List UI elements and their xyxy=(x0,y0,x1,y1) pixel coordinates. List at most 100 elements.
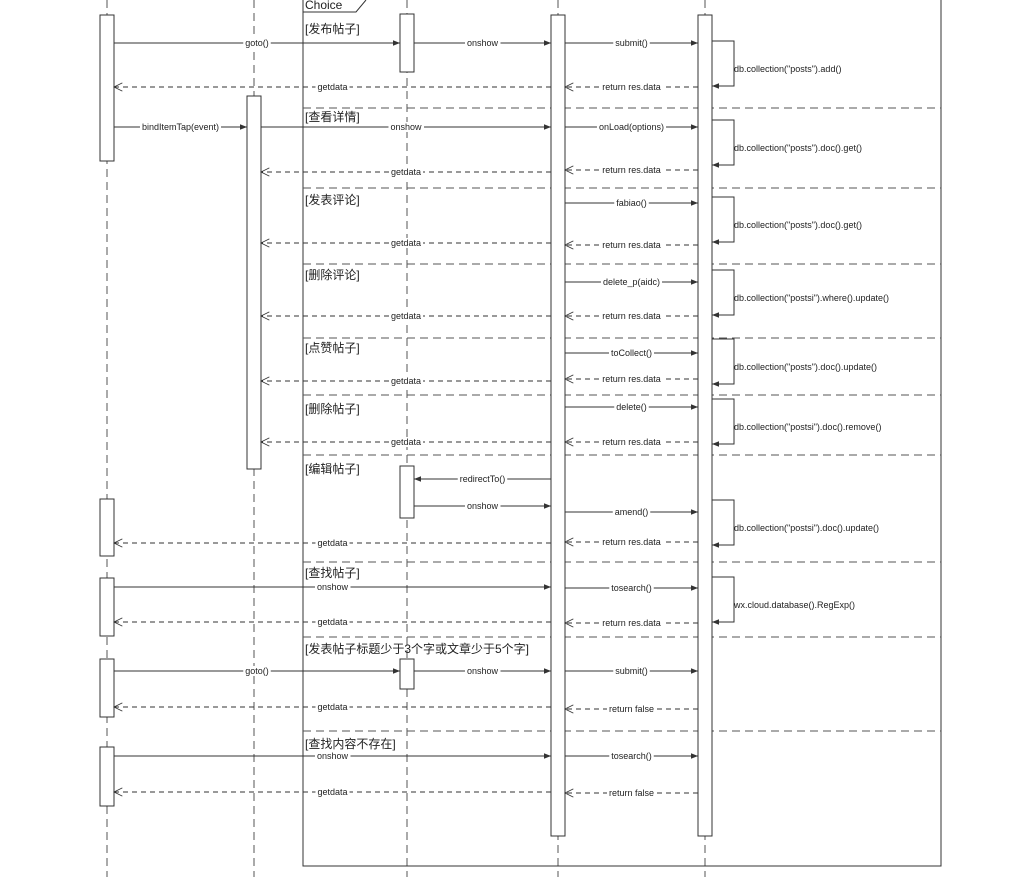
label-backing xyxy=(609,751,654,761)
call-label: submit() xyxy=(615,666,648,676)
self-call-arrow xyxy=(712,196,735,245)
label-backing xyxy=(139,122,222,132)
self-call-label: db.collection("postsi").doc().remove() xyxy=(734,422,881,432)
return-label: getdata xyxy=(391,311,421,321)
call-label: toCollect() xyxy=(611,348,652,358)
label-backing xyxy=(314,582,351,592)
guard-label: [查找帖子] xyxy=(305,565,360,580)
self-call-arrow xyxy=(712,269,735,318)
return-label: return res.data xyxy=(602,311,661,321)
activation-bar xyxy=(99,577,115,637)
label-backing xyxy=(388,238,424,248)
activation-bar xyxy=(697,14,713,837)
self-call-arrow xyxy=(712,119,735,168)
label-backing xyxy=(388,311,424,321)
label-backing xyxy=(606,788,657,798)
choice-frame-label: Choice xyxy=(305,0,343,12)
call-label: onshow xyxy=(467,501,499,511)
label-backing xyxy=(315,787,350,797)
guard-label: [查看详情] xyxy=(305,109,360,124)
return-label: getdata xyxy=(317,702,347,712)
label-backing xyxy=(600,618,663,628)
return-label: return false xyxy=(609,788,654,798)
activation-bar xyxy=(399,13,415,73)
section-guards: [发布帖子][查看详情][发表评论][删除评论][点赞帖子][删除帖子][编辑帖… xyxy=(305,21,529,751)
section-dividers xyxy=(303,107,941,732)
call-label: delete_p(aidc) xyxy=(603,277,660,287)
call-label: onshow xyxy=(467,38,499,48)
messages: goto() onshow submit() db.collection("posts… xyxy=(114,38,889,798)
call-label: delete() xyxy=(616,402,647,412)
guard-label: [编辑帖子] xyxy=(305,461,360,476)
call-label: goto() xyxy=(245,38,269,48)
label-backing xyxy=(388,376,424,386)
call-label: submit() xyxy=(615,38,648,48)
label-backing xyxy=(600,240,663,250)
guard-label: [点赞帖子] xyxy=(305,340,360,355)
label-backing xyxy=(464,501,501,511)
return-label: return false xyxy=(609,704,654,714)
call-label: onshow xyxy=(317,582,349,592)
guard-label: [发表帖子标题少于3个字或文章少于5个字] xyxy=(305,641,529,656)
label-backing xyxy=(388,437,424,447)
label-backing xyxy=(243,38,271,48)
return-label: getdata xyxy=(391,238,421,248)
activation-bar xyxy=(246,95,262,470)
self-call-arrow xyxy=(712,40,735,89)
call-label: amend() xyxy=(615,507,649,517)
activation-bar xyxy=(99,498,115,557)
return-label: getdata xyxy=(317,82,347,92)
return-label: return res.data xyxy=(602,240,661,250)
self-call-label: db.collection("postsi").where().update() xyxy=(734,293,889,303)
call-label: onshow xyxy=(467,666,499,676)
activation-bar xyxy=(99,746,115,807)
return-label: getdata xyxy=(317,617,347,627)
label-backing xyxy=(315,82,350,92)
return-label: getdata xyxy=(391,437,421,447)
self-call-label: db.collection("postsi").doc().update() xyxy=(734,523,879,533)
activation-bars xyxy=(99,13,713,837)
self-call-arrow xyxy=(712,499,735,548)
guard-label: [发表评论] xyxy=(305,192,360,207)
call-label: redirectTo() xyxy=(460,474,506,484)
return-label: return res.data xyxy=(602,82,661,92)
label-backing xyxy=(600,277,663,287)
call-label: fabiao() xyxy=(616,198,647,208)
return-label: getdata xyxy=(391,376,421,386)
return-label: return res.data xyxy=(602,374,661,384)
call-label: bindItemTap(event) xyxy=(142,122,219,132)
label-backing xyxy=(613,38,650,48)
self-call-arrow xyxy=(712,338,735,387)
self-call-arrow xyxy=(712,576,735,625)
label-backing xyxy=(596,122,667,132)
choice-frame-label-tab xyxy=(303,0,367,13)
guard-label: [查找内容不存在] xyxy=(305,736,396,751)
self-call-label: db.collection("posts").add() xyxy=(734,64,841,74)
guard-label: [删除评论] xyxy=(305,267,360,282)
label-backing xyxy=(388,167,424,177)
activation-bar xyxy=(99,658,115,718)
self-call-label: db.collection("posts").doc().get() xyxy=(734,220,862,230)
call-label: goto() xyxy=(245,666,269,676)
label-backing xyxy=(464,666,501,676)
self-call-label: wx.cloud.database().RegExp() xyxy=(733,600,855,610)
label-backing xyxy=(315,702,350,712)
label-backing xyxy=(612,507,651,517)
activation-bar xyxy=(399,465,415,519)
call-label: onshow xyxy=(317,751,349,761)
return-label: getdata xyxy=(317,787,347,797)
return-label: return res.data xyxy=(602,165,661,175)
self-call-label: db.collection("posts").doc().get() xyxy=(734,143,862,153)
call-label: onshow xyxy=(390,122,422,132)
return-label: getdata xyxy=(317,538,347,548)
label-backing xyxy=(315,538,350,548)
label-backing xyxy=(608,348,655,358)
choice-frame-border xyxy=(302,0,942,867)
activation-bar xyxy=(399,658,415,690)
label-backing xyxy=(614,402,649,412)
call-label: tosearch() xyxy=(611,583,652,593)
label-backing xyxy=(600,82,663,92)
label-backing xyxy=(600,374,663,384)
label-backing xyxy=(614,198,649,208)
